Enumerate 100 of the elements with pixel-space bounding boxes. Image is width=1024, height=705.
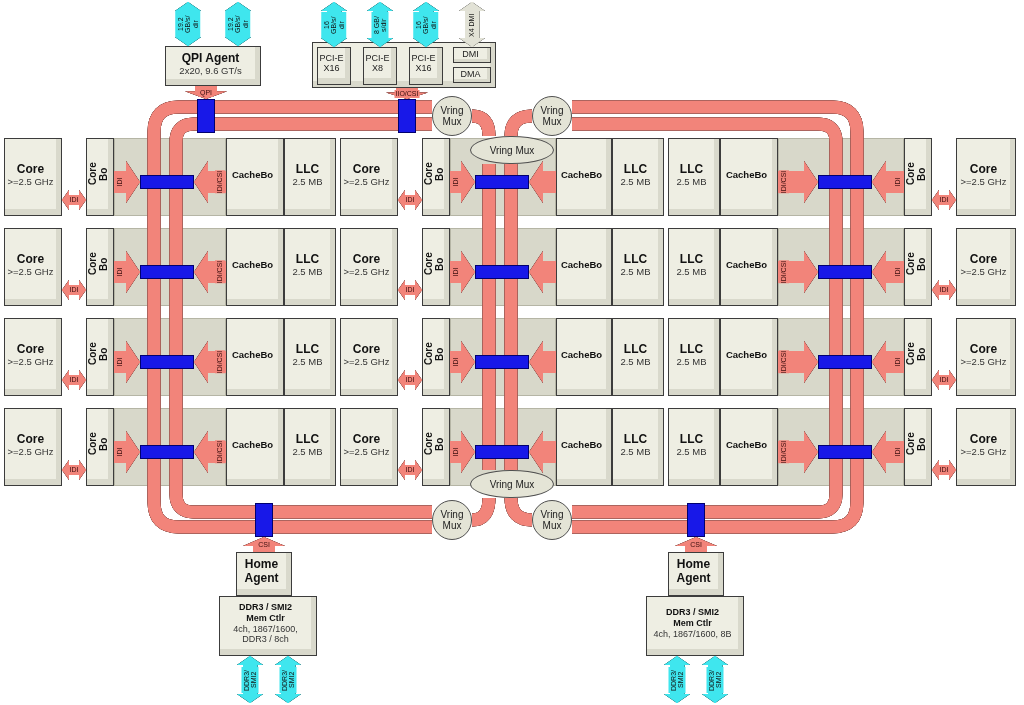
mux-label: Vring Mux <box>539 509 565 531</box>
ring-track <box>147 100 197 175</box>
core-block <box>956 228 1016 306</box>
block-detail: >=2.5 GHz <box>960 175 1007 187</box>
ring-track <box>572 520 687 534</box>
ring-track <box>482 279 496 355</box>
ring-stop <box>140 355 194 369</box>
core-block <box>340 318 398 396</box>
ring-stop <box>255 503 273 537</box>
double-arrow <box>397 280 423 300</box>
ring-track <box>147 189 161 265</box>
arrow <box>449 431 476 473</box>
core-interface-block <box>86 408 114 486</box>
core-interface-block <box>422 318 450 396</box>
ring-stop <box>197 99 215 133</box>
ring-track <box>416 117 432 131</box>
ring-track <box>147 369 161 445</box>
double-arrow <box>61 280 87 300</box>
block-detail: >=2.5 GHz <box>7 445 54 457</box>
block-label: PCI-E X16 <box>318 53 345 73</box>
ring-track <box>482 459 496 470</box>
core-interface-block <box>904 228 932 306</box>
ring-track <box>504 164 518 175</box>
ring-stop <box>140 265 194 279</box>
core-block <box>4 318 62 396</box>
block-title: LLC <box>623 341 648 356</box>
mux-node <box>432 500 472 540</box>
cache-slice-block <box>284 228 336 306</box>
ring-stop <box>818 175 872 189</box>
block-title: CacheBo <box>560 168 603 180</box>
cache-slice-block <box>668 318 720 396</box>
mux-label: Vring Mux <box>439 105 465 127</box>
cache-agent-block <box>556 138 612 216</box>
block-title: DDR3 / SMI2 Mem Ctlr <box>665 606 720 629</box>
core-interface-block <box>422 138 450 216</box>
io-hub-block <box>312 42 496 88</box>
cache-slice-block <box>612 138 664 216</box>
rotated-label: Core Bo <box>422 341 445 368</box>
ring-stop <box>818 445 872 459</box>
block-title: CacheBo <box>231 348 274 360</box>
core-block <box>4 138 62 216</box>
block-detail: 2x20, 9.6 GT/s <box>179 64 242 76</box>
ring-track <box>829 279 843 355</box>
core-interface-block <box>86 228 114 306</box>
ring-track <box>273 520 432 534</box>
ring-track <box>482 164 496 175</box>
arrow <box>193 251 227 293</box>
block-detail: >=2.5 GHz <box>7 355 54 367</box>
core-block <box>956 138 1016 216</box>
ring-track <box>169 279 183 355</box>
port-block <box>317 47 351 85</box>
ring-track <box>572 505 687 519</box>
rotated-label: Core Bo <box>422 161 445 188</box>
port-block <box>363 47 397 85</box>
unit-block <box>453 67 491 83</box>
block-title: LLC <box>623 431 648 446</box>
ring-stop <box>818 355 872 369</box>
block-label: PCI-E X8 <box>364 53 391 73</box>
cache-slice-block <box>284 408 336 486</box>
block-title: Core <box>969 431 998 446</box>
cache-agent-block <box>720 318 778 396</box>
block-detail: >=2.5 GHz <box>7 175 54 187</box>
block-title: Core <box>16 251 45 266</box>
double-arrow <box>397 190 423 210</box>
ring-track <box>850 279 864 355</box>
block-title: LLC <box>295 431 320 446</box>
ring-stop <box>140 175 194 189</box>
block-label: DMI <box>462 48 479 59</box>
cache-slice-block <box>612 228 664 306</box>
core-interface-block <box>904 318 932 396</box>
rotated-label: Core Bo <box>422 251 445 278</box>
block-title: LLC <box>679 251 704 266</box>
cache-slice-block <box>668 138 720 216</box>
arrow <box>675 536 717 553</box>
ring-track <box>504 189 518 265</box>
block-title: Core <box>352 341 381 356</box>
ring-stop <box>475 175 529 189</box>
block-detail: >=2.5 GHz <box>960 445 1007 457</box>
block-title: LLC <box>295 341 320 356</box>
block-detail: 2.5 MB <box>292 355 323 367</box>
double-arrow <box>61 370 87 390</box>
ring-track <box>504 279 518 355</box>
arrow <box>528 431 557 473</box>
ring-stop <box>475 445 529 459</box>
ring-track <box>829 189 843 265</box>
block-title: Core <box>969 161 998 176</box>
arrow <box>871 161 905 203</box>
ring-track <box>273 505 432 519</box>
block-detail: 2.5 MB <box>676 265 707 277</box>
ring-track <box>169 369 183 445</box>
ring-track <box>705 459 864 534</box>
arrow <box>243 536 285 553</box>
block-label: PCI-E X16 <box>410 53 437 73</box>
core-block <box>4 408 62 486</box>
mux-label: Vring Mux <box>489 478 535 490</box>
core-interface-block <box>86 138 114 216</box>
double-arrow <box>931 190 957 210</box>
block-detail: 2.5 MB <box>620 265 651 277</box>
block-title: DDR3 / SMI2 Mem Ctlr <box>238 601 293 624</box>
cache-agent-block <box>720 138 778 216</box>
